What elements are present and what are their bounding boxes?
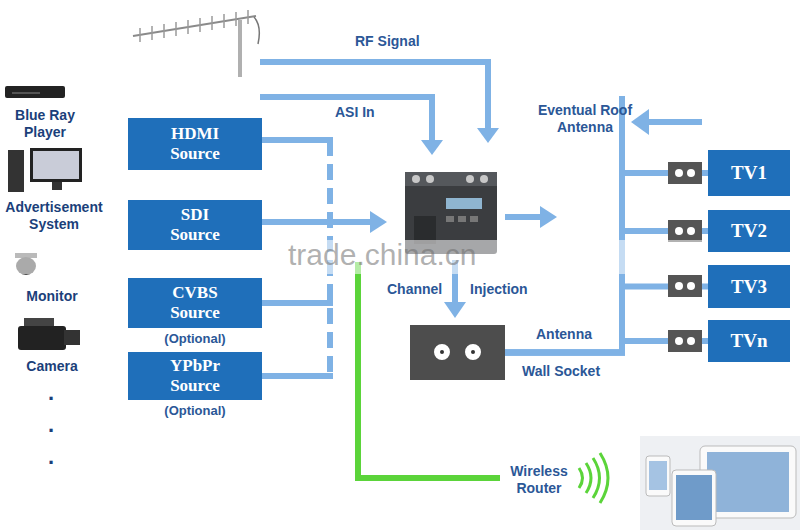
device-connector	[466, 175, 474, 183]
wall-socket: Wall Socket	[410, 325, 505, 380]
sdi-arrow-head	[370, 211, 387, 233]
tv-box: TV3	[708, 265, 790, 308]
watermark: trade.china.cn	[288, 238, 476, 272]
tablet-screen	[676, 475, 712, 520]
camcorder-handle	[24, 318, 54, 326]
antenna-mast	[238, 20, 242, 77]
tv-socket	[668, 330, 702, 352]
roof-antenna-feed	[648, 119, 702, 125]
node-text: Wall Socket	[522, 363, 600, 380]
router-label: Wireless Router	[503, 463, 575, 497]
device-button	[446, 216, 454, 222]
bluray-player-icon	[5, 86, 65, 98]
rf-arrow-head	[477, 128, 499, 143]
source-box: CVBS Source(Optional)	[128, 278, 262, 328]
tv-socket	[668, 275, 702, 297]
socket-hole	[687, 169, 695, 177]
node-text: TVn	[731, 331, 768, 351]
pc-monitor-icon	[30, 148, 82, 182]
socket-hole	[675, 282, 683, 290]
injection-arrow-head	[444, 302, 466, 318]
antenna-cable	[254, 17, 259, 44]
device-button	[470, 216, 478, 222]
node-text: TV1	[731, 163, 767, 183]
source-box: YPbPr Source(Optional)	[128, 352, 262, 400]
camcorder-lens	[64, 330, 80, 345]
node-text: TV2	[731, 221, 767, 241]
antenna-elements	[140, 10, 248, 42]
socket-hole	[675, 169, 683, 177]
tablet-icon	[672, 470, 716, 526]
sdi-line	[262, 219, 372, 225]
asi-arrow-head	[421, 140, 443, 155]
node-note: (Optional)	[128, 403, 262, 419]
tv-socket	[668, 162, 702, 184]
socket-hole	[687, 337, 695, 345]
device-button	[458, 216, 466, 222]
wifi-symbol	[579, 453, 608, 503]
asi-line	[260, 97, 432, 140]
device-connector	[426, 175, 434, 183]
ellipsis-dot: .	[48, 448, 54, 465]
source-box: HDMI Source	[128, 118, 262, 170]
socket-hole	[687, 227, 695, 235]
device-label: Advertisement System	[0, 199, 108, 233]
pc-stand	[52, 182, 62, 190]
tv-box: TVn	[708, 320, 790, 362]
node-text: HDMI Source	[155, 124, 235, 164]
socket-hole	[675, 337, 683, 345]
socket-hole	[687, 282, 695, 290]
ellipsis-dot: .	[48, 416, 54, 433]
device-display	[446, 198, 482, 209]
tablets-background	[640, 436, 800, 530]
bluray-tray	[12, 92, 40, 94]
ypbpr-line	[262, 373, 333, 379]
device-top	[405, 172, 497, 186]
socket-hole	[434, 344, 450, 360]
line-label: Antenna	[536, 326, 592, 343]
source-box: SDI Source	[128, 200, 262, 250]
antenna-label: Eventual Roof Antenna	[537, 102, 633, 136]
tv-socket	[668, 220, 702, 242]
output-line	[505, 214, 540, 220]
cvbs-line	[262, 300, 333, 306]
node-text: CVBS Source	[155, 283, 235, 323]
output-arrow-head	[540, 206, 557, 228]
device-connector	[412, 175, 420, 183]
hdmi-line	[262, 137, 333, 143]
signal-label: RF Signal	[355, 33, 420, 50]
tablet-screen	[707, 452, 789, 512]
node-text: SDI Source	[155, 205, 235, 245]
tv-box: TV1	[708, 150, 790, 196]
device-label: Blue Ray Player	[0, 107, 90, 141]
node-note: (Optional)	[128, 331, 262, 347]
socket-hole	[675, 227, 683, 235]
pc-screen	[33, 151, 79, 179]
device-label: Monitor	[0, 288, 104, 305]
phone-icon	[646, 456, 670, 496]
pc-tower-icon	[8, 150, 24, 192]
device-connector	[480, 175, 488, 183]
tablets-illustration	[640, 436, 800, 530]
yagi-antenna	[133, 10, 259, 77]
tv-box: TV2	[708, 210, 790, 252]
device-label: Camera	[0, 358, 104, 375]
ellipsis-dot: .	[48, 384, 54, 401]
phone-screen	[649, 461, 667, 490]
injection-label: Channel Injection	[387, 281, 528, 298]
node-text: TV3	[731, 277, 767, 297]
signal-label: ASI In	[335, 104, 375, 121]
socket-hole	[465, 344, 481, 360]
camcorder-icon	[18, 326, 66, 350]
roof-arrow-head	[631, 109, 649, 135]
node-text: YPbPr Source	[155, 356, 235, 396]
